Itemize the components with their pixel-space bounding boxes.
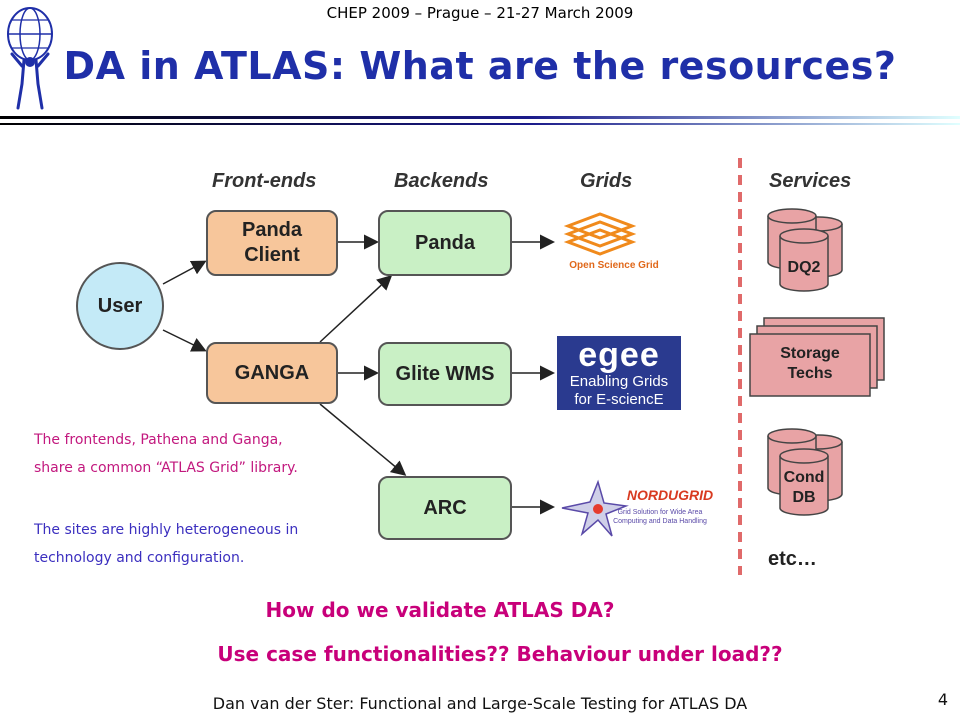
service-label-db: DB: [792, 489, 815, 506]
nordugrid-logo-icon: NORDUGRID Grid Solution for Wide Area Co…: [561, 479, 713, 537]
arrow-user-to-panda-client: [162, 260, 207, 285]
backend-panda: Panda: [378, 210, 512, 276]
backend-glite-wms: Glite WMS: [378, 342, 512, 406]
note-frontends-line2: share a common “ATLAS Grid” library.: [34, 460, 298, 476]
question-validate: How do we validate ATLAS DA?: [265, 598, 615, 622]
backend-arc: ARC: [378, 476, 512, 540]
note-sites-line1: The sites are highly heterogeneous in: [34, 522, 299, 538]
osg-label: Open Science Grid: [569, 260, 658, 271]
service-label-storage-2: Techs: [787, 365, 832, 382]
atlas-logo-icon: [7, 7, 53, 110]
title-rule: [0, 116, 960, 125]
question-functionalities: Use case functionalities?? Behaviour und…: [217, 642, 783, 666]
slide-title: DA in ATLAS: What are the resources?: [63, 44, 897, 88]
frontend-panda-client: Panda Client: [206, 210, 338, 276]
svg-text:egee: egee: [578, 336, 660, 374]
service-label-dq2: DQ2: [788, 259, 821, 276]
service-label-cond: Cond: [784, 469, 825, 486]
egee-logo-icon: egee Enabling Grids for E-sciencE: [557, 336, 681, 410]
arrow-user-to-ganga: [162, 329, 207, 352]
nordugrid-sub1: Grid Solution for Wide Area: [618, 509, 703, 516]
arrow-ganga-to-panda: [319, 274, 393, 343]
dq2-service-icon: DQ2: [767, 208, 843, 292]
service-label-storage-1: Storage: [780, 345, 840, 362]
slide-footer: Dan van der Ster: Functional and Large-S…: [212, 694, 748, 713]
conddb-service-icon: Cond DB: [767, 428, 843, 516]
column-header-backends: Backends: [394, 170, 489, 192]
osg-logo-icon: Open Science Grid: [563, 212, 659, 271]
column-header-frontends: Front-ends: [212, 170, 317, 192]
user-node: User: [76, 262, 164, 350]
note-sites-line2: technology and configuration.: [34, 550, 245, 566]
column-header-services: Services: [769, 170, 852, 192]
service-label-etc: etc…: [768, 548, 817, 570]
column-header-grids: Grids: [580, 170, 633, 192]
egee-line1: Enabling Grids: [570, 373, 668, 390]
egee-line2: for E-sciencE: [574, 391, 663, 408]
conference-header: CHEP 2009 – Prague – 21-27 March 2009: [326, 4, 634, 22]
frontend-ganga: GANGA: [206, 342, 338, 404]
arrow-ganga-to-arc: [319, 403, 407, 476]
note-frontends-line1: The frontends, Pathena and Ganga,: [34, 432, 283, 448]
storage-techs-service-icon: [749, 317, 885, 397]
page-number: 4: [937, 690, 948, 709]
nordugrid-label: NORDUGRID: [627, 487, 713, 503]
nordugrid-sub2: Computing and Data Handling: [613, 518, 707, 525]
